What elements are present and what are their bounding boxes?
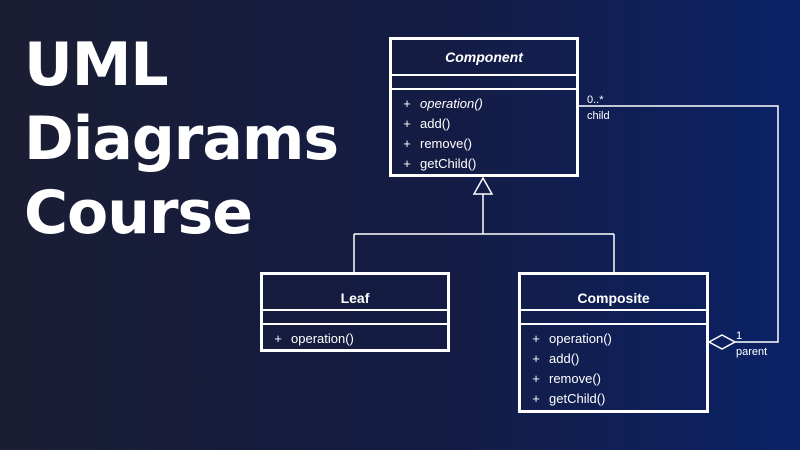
operation-item: +remove() (532, 371, 602, 386)
aggregation-diamond (707, 334, 737, 350)
aggregation-line (579, 105, 779, 343)
class-name: Leaf (263, 275, 447, 311)
operations-list: +operation() +add() +remove() +getChild(… (392, 90, 576, 174)
operation-item: +operation() (403, 96, 483, 111)
class-leaf: Leaf +operation() (260, 272, 450, 352)
operation-item: +getChild() (403, 156, 477, 171)
operation-item: +operation() (532, 331, 612, 346)
attributes-section (392, 76, 576, 90)
parent-multiplicity: 1 (736, 330, 743, 342)
child-multiplicity: 0..* (587, 94, 604, 106)
parent-role-label: parent (736, 346, 768, 358)
title-line-uml: UML (24, 30, 169, 100)
operation-item: +getChild() (532, 391, 606, 406)
generalization-arrowhead (472, 176, 494, 195)
child-role-label: child (587, 110, 610, 122)
operations-list: +operation() +add() +remove() +getChild(… (521, 325, 706, 409)
class-composite: Composite +operation() +add() +remove() … (518, 272, 709, 413)
course-title: UML Diagrams Course (24, 28, 339, 250)
operation-item: +operation() (274, 331, 354, 346)
operation-item: +remove() (403, 136, 473, 151)
operation-item: +add() (403, 116, 451, 131)
class-name: Composite (521, 275, 706, 311)
operations-list: +operation() (263, 325, 447, 349)
title-line-course: Course (24, 178, 253, 248)
attributes-section (263, 311, 447, 325)
attributes-section (521, 311, 706, 325)
class-component: Component +operation() +add() +remove() … (389, 37, 579, 177)
class-name: Component (392, 40, 576, 76)
title-line-diagrams: Diagrams (24, 104, 339, 174)
operation-item: +add() (532, 351, 580, 366)
